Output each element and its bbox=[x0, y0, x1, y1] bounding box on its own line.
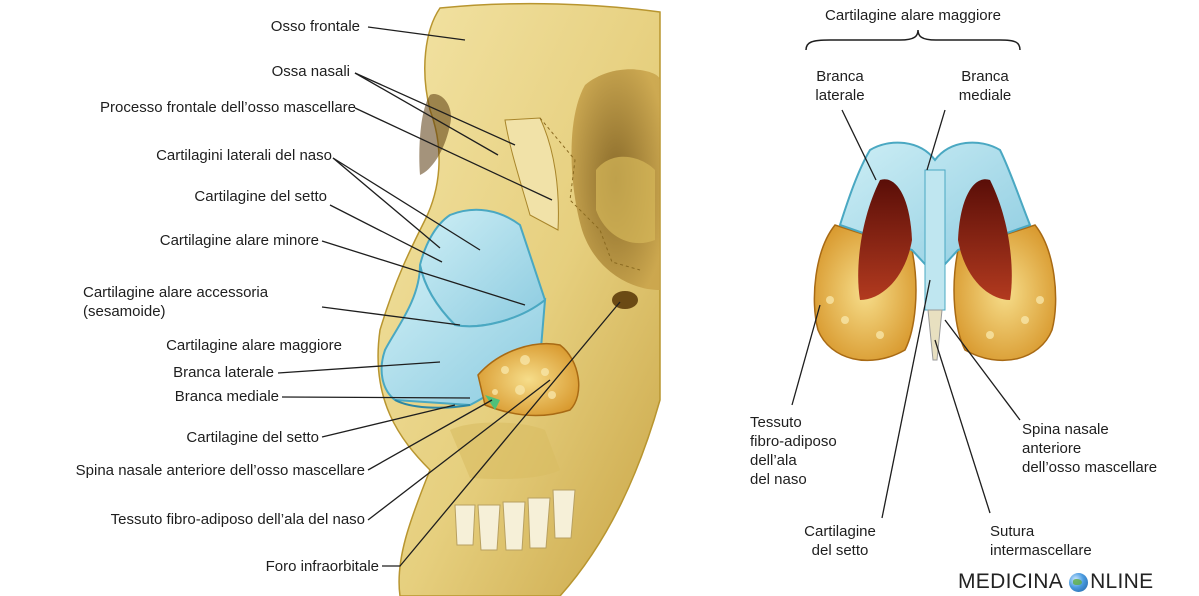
label-branca-mediale-right: Branca mediale bbox=[959, 67, 1012, 105]
label-cartilagine-alare-maggiore-right: Cartilagine alare maggiore bbox=[825, 6, 1001, 25]
watermark-text-part2: NLINE bbox=[1090, 570, 1153, 594]
label-cartilagine-alare-minore: Cartilagine alare minore bbox=[160, 231, 319, 250]
label-cartilagine-alare-accessoria: Cartilagine alare accessoria bbox=[83, 283, 268, 302]
label-cartilagine-setto-right: Cartilagine del setto bbox=[804, 522, 876, 560]
label-branca-laterale-right: Branca laterale bbox=[815, 67, 864, 105]
label-spina-nasale-left: Spina nasale anteriore dell’osso mascell… bbox=[76, 461, 365, 480]
label-spina-nasale-right: Spina nasale anteriore dell’osso mascell… bbox=[1022, 420, 1157, 477]
inferior-view-drawing bbox=[814, 143, 1055, 361]
watermark-text-part1: MEDICINA bbox=[958, 570, 1063, 594]
label-ossa-nasali: Ossa nasali bbox=[272, 62, 350, 81]
label-tessuto-fibro-left: Tessuto fibro-adiposo dell’ala del naso bbox=[111, 510, 365, 529]
label-cartilagine-setto-upper: Cartilagine del setto bbox=[194, 187, 327, 206]
label-branca-laterale-left: Branca laterale bbox=[173, 363, 274, 382]
label-sesamoide: (sesamoide) bbox=[83, 302, 166, 321]
label-sutura-intermascellare: Sutura intermascellare bbox=[990, 522, 1092, 560]
label-tessuto-fibro-right: Tessuto fibro-adiposo dell’ala del naso bbox=[750, 413, 837, 489]
label-branca-mediale-left: Branca mediale bbox=[175, 387, 279, 406]
label-cartilagini-laterali: Cartilagini laterali del naso bbox=[156, 146, 332, 165]
label-cartilagine-setto-lower: Cartilagine del setto bbox=[186, 428, 319, 447]
label-foro-infraorbitale: Foro infraorbitale bbox=[266, 557, 379, 576]
label-osso-frontale: Osso frontale bbox=[271, 17, 360, 36]
watermark: MEDICINA NLINE bbox=[958, 570, 1153, 594]
label-processo-frontale: Processo frontale dell’osso mascellare bbox=[100, 98, 356, 117]
label-cartilagine-alare-maggiore-left: Cartilagine alare maggiore bbox=[166, 336, 342, 355]
globe-icon bbox=[1069, 573, 1088, 592]
title-brace bbox=[806, 30, 1020, 50]
